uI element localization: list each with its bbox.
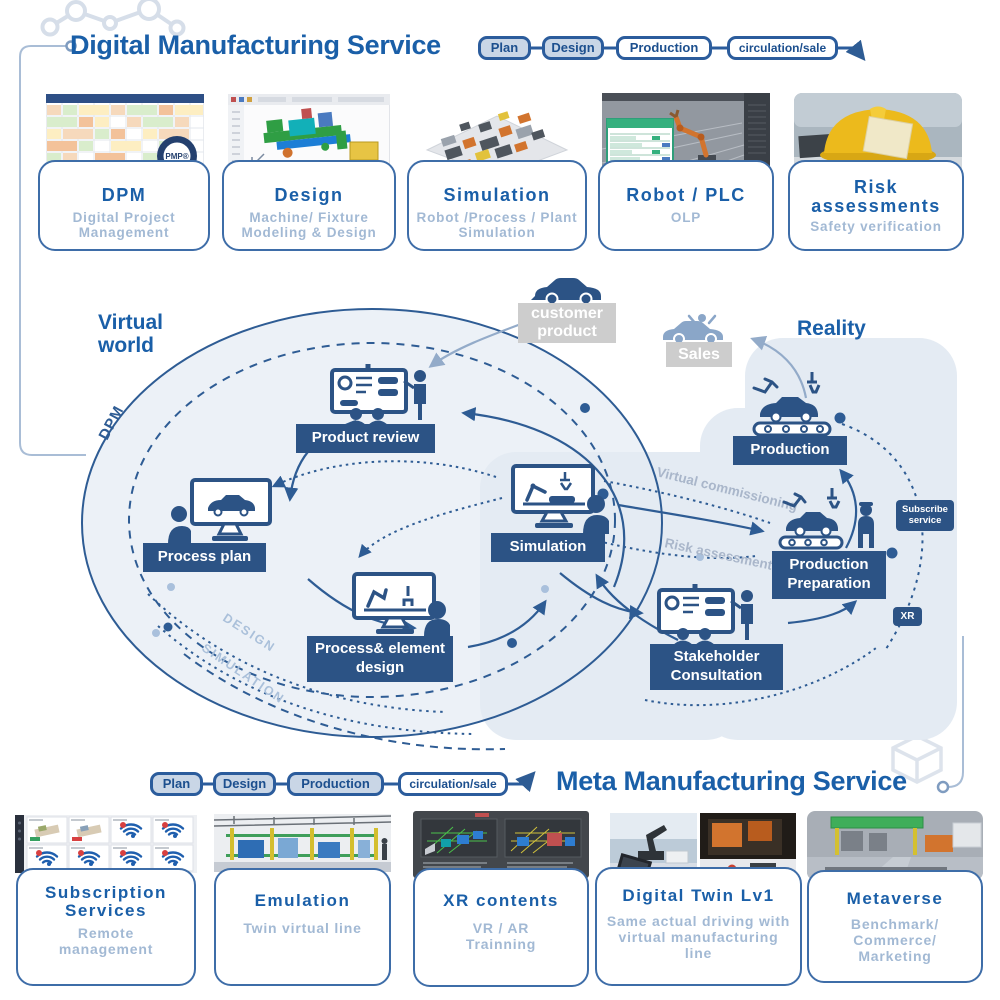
service-card-subscription: Subscription Services Remote management (16, 868, 196, 986)
subscribe-service-badge: Subscribe service (896, 500, 954, 531)
flow-step-design-top: Design (542, 36, 604, 60)
card-subtitle: Digital Project Management (72, 209, 176, 241)
customer-product-tag: customer product (518, 303, 616, 343)
molecule-icon (40, 0, 186, 37)
card-subtitle: Robot /Process / Plant Simulation (416, 209, 578, 241)
service-card-metaverse: Metaverse Benchmark/ Commerce/ Marketing (807, 870, 983, 983)
card-title: Risk assessments (811, 177, 941, 216)
svg-text:PMP®: PMP® (165, 152, 188, 161)
dotted-arcs (147, 593, 506, 751)
service-card-digital-twin: Digital Twin Lv1 Same actual driving wit… (595, 867, 802, 986)
card-title: Metaverse (846, 889, 944, 908)
cube-icon (891, 734, 943, 784)
flow-step-circulation-bottom: circulation/sale (398, 772, 508, 796)
card-title: Robot / PLC (626, 185, 746, 205)
flow-step-production-top: Production (616, 36, 712, 60)
card-title: Emulation (254, 891, 351, 910)
node-process-plan: Process plan (143, 543, 266, 572)
flow-step-plan-top: Plan (478, 36, 531, 60)
card-subtitle: Same actual driving with virtual manufac… (606, 912, 791, 962)
stakeholder-consultation-icon (657, 584, 753, 646)
service-card-design: Design Machine/ Fixture Modeling & Desig… (222, 160, 396, 251)
service-card-robot-plc: Robot / PLC OLP (598, 160, 774, 251)
flow-step-production-bottom: Production (287, 772, 384, 796)
node-product-review: Product review (296, 424, 435, 453)
card-title: Simulation (443, 185, 551, 205)
card-subtitle: VR / AR Trainning (465, 919, 537, 952)
customer-car-icon (531, 278, 601, 306)
node-simulation: Simulation (491, 533, 605, 562)
production-icon (752, 372, 832, 436)
dotted-connectors (271, 423, 924, 707)
card-title: XR contents (443, 891, 559, 910)
process-element-design-icon (352, 572, 450, 636)
subscription-dashboard-thumbnail (15, 815, 197, 873)
safety-helmet-thumbnail (794, 93, 962, 177)
simulation-icon (511, 464, 609, 534)
left-leader-line (19, 45, 86, 456)
card-title: Subscription Services (45, 883, 167, 920)
service-card-xr: XR contents VR / AR Trainning (413, 868, 589, 987)
node-process-element-design: Process& element design (307, 636, 453, 682)
light-dots (152, 553, 704, 637)
flow-step-plan-bottom: Plan (150, 772, 203, 796)
card-subtitle: OLP (670, 209, 702, 225)
service-card-emulation: Emulation Twin virtual line (214, 868, 391, 986)
service-card-risk: Risk assessments Safety verification (788, 160, 964, 251)
solid-arrows (284, 407, 858, 649)
card-subtitle: Machine/ Fixture Modeling & Design (241, 209, 377, 241)
process-plan-icon (168, 478, 272, 544)
flow-connectors (203, 39, 866, 793)
card-title: DPM (101, 185, 147, 205)
card-subtitle: Twin virtual line (243, 919, 362, 936)
product-review-icon (330, 364, 426, 426)
sales-car-icon (663, 314, 723, 345)
right-leader-line (947, 636, 964, 788)
page-title-top: Digital Manufacturing Service (70, 30, 441, 60)
card-title: Digital Twin Lv1 (622, 886, 775, 905)
node-production: Production (733, 436, 847, 465)
card-title: Design (274, 185, 344, 205)
virtual-world-label: Virtual world (98, 311, 163, 357)
xr-contents-thumbnail (413, 811, 589, 878)
emulation-thumbnail (214, 814, 391, 872)
service-card-dpm: DPM Digital Project Management (38, 160, 210, 251)
card-subtitle: Remote management (58, 924, 154, 957)
xr-badge: XR (893, 607, 922, 626)
card-subtitle: Safety verification (810, 218, 942, 234)
flow-step-design-bottom: Design (213, 772, 276, 796)
service-card-simulation: Simulation Robot /Process / Plant Simula… (407, 160, 587, 251)
card-subtitle: Benchmark/ Commerce/ Marketing (850, 915, 940, 965)
sales-tag: Sales (666, 342, 732, 367)
flow-step-circulation-top: circulation/sale (727, 36, 838, 60)
page-title-bottom: Meta Manufacturing Service (556, 766, 907, 796)
node-production-preparation: Production Preparation (772, 551, 886, 599)
node-stakeholder-consultation: Stakeholder Consultation (650, 644, 783, 690)
production-preparation-icon (778, 488, 874, 550)
reality-label: Reality (797, 317, 866, 340)
